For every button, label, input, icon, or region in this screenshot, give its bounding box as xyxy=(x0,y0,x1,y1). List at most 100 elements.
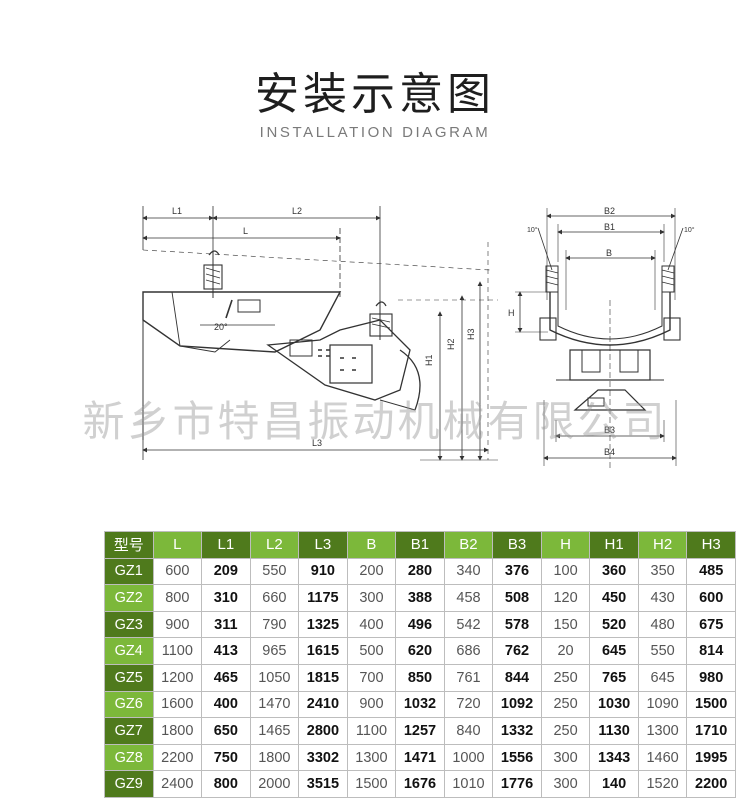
page-title: 安装示意图 xyxy=(255,69,495,120)
table-cell: 645 xyxy=(589,637,639,665)
table-cell: 1332 xyxy=(492,717,542,745)
label-b3: B3 xyxy=(604,425,615,435)
table-cell: 458 xyxy=(443,584,494,612)
column-header: H3 xyxy=(686,531,736,559)
table-cell: 910 xyxy=(298,557,348,586)
table-cell: 1676 xyxy=(395,770,445,798)
table-cell: 1995 xyxy=(686,743,736,772)
table-cell: 965 xyxy=(249,637,300,665)
table-cell: 520 xyxy=(589,610,639,639)
table-cell: 700 xyxy=(346,663,397,692)
table-cell: 1500 xyxy=(346,770,397,798)
column-header: L2 xyxy=(249,531,300,559)
table-cell: 3302 xyxy=(298,743,348,772)
table-cell: 1500 xyxy=(686,690,736,719)
table-cell: 413 xyxy=(201,637,251,665)
table-cell: 600 xyxy=(152,557,203,586)
table-cell: 2200 xyxy=(152,743,203,772)
table-cell: 550 xyxy=(637,637,688,665)
installation-diagram: L1 L2 L L3 H1 H2 H3 20° xyxy=(142,206,695,470)
table-cell: 800 xyxy=(152,584,203,612)
table-cell: 1130 xyxy=(589,717,639,745)
column-header: 型号 xyxy=(104,531,154,559)
table-cell: 600 xyxy=(686,584,736,612)
table-cell: 1100 xyxy=(152,637,203,665)
model-cell: GZ5 xyxy=(104,663,154,692)
column-header: H xyxy=(540,531,591,559)
table-cell: 485 xyxy=(686,557,736,586)
table-cell: 1800 xyxy=(249,743,300,772)
table-cell: 790 xyxy=(249,610,300,639)
table-cell: 310 xyxy=(201,584,251,612)
table-cell: 1556 xyxy=(492,743,542,772)
table-cell: 376 xyxy=(492,557,542,586)
table-cell: 1090 xyxy=(637,690,688,719)
table-cell: 388 xyxy=(395,584,445,612)
label-b1: B1 xyxy=(604,222,615,232)
table-cell: 300 xyxy=(346,584,397,612)
table-cell: 350 xyxy=(637,557,688,586)
table-cell: 645 xyxy=(637,663,688,692)
table-cell: 1032 xyxy=(395,690,445,719)
label-angle-right: 10° xyxy=(684,226,695,234)
table-cell: 140 xyxy=(589,770,639,798)
table-cell: 300 xyxy=(540,770,591,798)
table-cell: 1325 xyxy=(298,610,348,639)
table-cell: 1092 xyxy=(492,690,542,719)
model-cell: GZ8 xyxy=(104,743,154,772)
table-cell: 311 xyxy=(201,610,251,639)
front-view xyxy=(515,208,684,470)
table-cell: 1175 xyxy=(298,584,348,612)
table-cell: 2000 xyxy=(249,770,300,798)
table-cell: 300 xyxy=(540,743,591,772)
table-cell: 765 xyxy=(589,663,639,692)
column-header: H2 xyxy=(637,531,688,559)
table-cell: 980 xyxy=(686,663,736,692)
label-h3: H3 xyxy=(466,328,476,340)
label-l2: L2 xyxy=(292,206,302,216)
column-header: B2 xyxy=(443,531,494,559)
column-header: B xyxy=(346,531,397,559)
table-cell: 1343 xyxy=(589,743,639,772)
label-l: L xyxy=(243,226,248,236)
label-l3: L3 xyxy=(312,438,322,448)
column-header: B3 xyxy=(492,531,542,559)
side-view xyxy=(142,206,498,461)
table-cell: 2200 xyxy=(686,770,736,798)
table-cell: 578 xyxy=(492,610,542,639)
table-cell: 508 xyxy=(492,584,542,612)
table-cell: 675 xyxy=(686,610,736,639)
table-cell: 1460 xyxy=(637,743,688,772)
table-cell: 1471 xyxy=(395,743,445,772)
table-cell: 1465 xyxy=(249,717,300,745)
table-cell: 450 xyxy=(589,584,639,612)
model-cell: GZ4 xyxy=(104,637,154,665)
label-angle: 20° xyxy=(214,322,228,332)
table-cell: 620 xyxy=(395,637,445,665)
table-cell: 360 xyxy=(589,557,639,586)
table-cell: 3515 xyxy=(298,770,348,798)
table-cell: 1815 xyxy=(298,663,348,692)
column-header: H1 xyxy=(589,531,639,559)
table-cell: 900 xyxy=(152,610,203,639)
table-cell: 480 xyxy=(637,610,688,639)
label-b: B xyxy=(606,248,612,258)
table-cell: 1257 xyxy=(395,717,445,745)
table-cell: 2400 xyxy=(152,770,203,798)
table-cell: 762 xyxy=(492,637,542,665)
table-cell: 761 xyxy=(443,663,494,692)
table-cell: 430 xyxy=(637,584,688,612)
model-cell: GZ7 xyxy=(104,717,154,745)
column-header: L3 xyxy=(298,531,348,559)
table-cell: 120 xyxy=(540,584,591,612)
model-cell: GZ9 xyxy=(104,770,154,798)
table-cell: 150 xyxy=(540,610,591,639)
table-cell: 465 xyxy=(201,663,251,692)
